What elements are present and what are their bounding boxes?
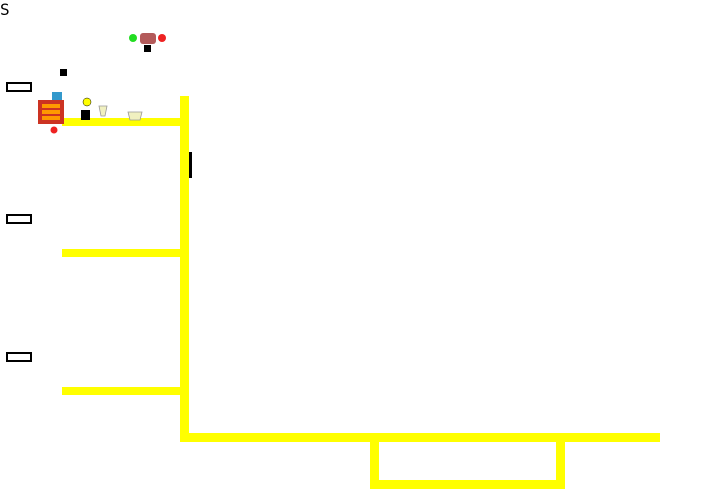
unit-1[interactable] [38,33,166,134]
burner-head-icon [52,92,62,100]
status-on-icon [129,34,137,42]
indicator-icon [82,97,92,107]
actuator-icon [60,69,67,76]
unit-3-tag-box[interactable] [6,352,32,362]
unit-1-damper[interactable] [129,33,166,52]
sensor-box-icon: S [0,0,10,19]
damper-icon [140,33,156,44]
status-off-icon [158,34,166,42]
fan-status-icon: S const data = JSON.parse(document.getEl… [0,0,32,362]
pipe-network [62,96,660,489]
valve-icon [98,105,108,117]
unit-1-tag-box[interactable] [6,82,32,92]
header-sensor[interactable]: S [0,0,10,19]
damper-actuator-icon [144,45,151,52]
header-marker [189,152,192,178]
unit-2-tag-box[interactable] [6,214,32,224]
sensor-label: S [0,0,10,19]
status-on-icon: S [0,0,10,19]
unit-1-valve[interactable] [81,97,143,121]
status-off-icon [50,126,58,134]
unit-1-heater[interactable] [38,69,67,134]
check-valve-icon [127,111,143,121]
valve-actuator-icon [81,110,90,120]
